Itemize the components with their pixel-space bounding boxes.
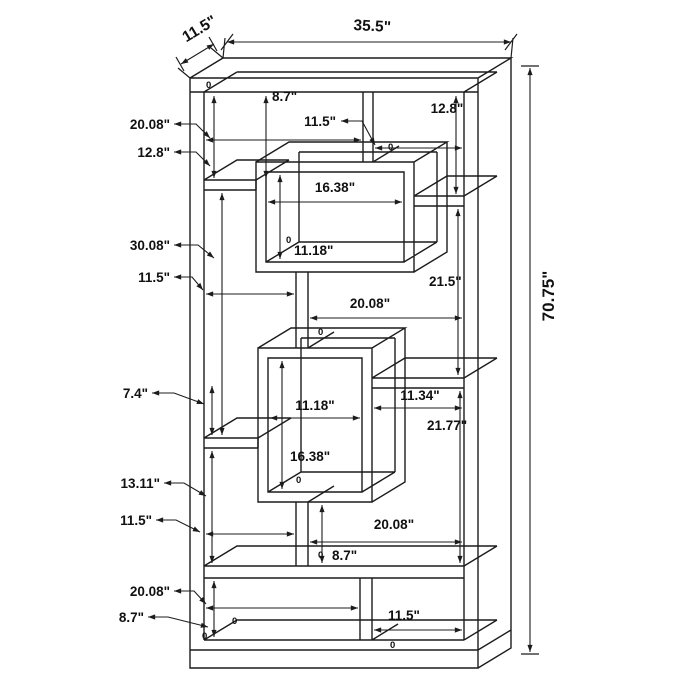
zero-mark: 0: [232, 616, 237, 627]
zero-mark: 0: [202, 631, 207, 642]
leader-bottom-left-height: [148, 614, 209, 628]
leader-left-small-height: [152, 390, 205, 405]
bottom-middle-height-label: 8.7": [332, 548, 357, 563]
box2-height-label: 16.38": [290, 449, 330, 464]
leader-left-upper-height: [174, 149, 211, 167]
box2-width-label: 11.18": [295, 398, 334, 413]
right-middle-height-label: 21.5": [429, 274, 462, 289]
overall-width-label: 35.5": [353, 17, 391, 36]
bottom-middle-width-label: 20.08": [374, 517, 414, 532]
left-upper-height-label: 12.8": [137, 145, 170, 160]
zero-mark: 0: [206, 80, 211, 91]
zero-mark: 0: [318, 550, 323, 561]
bottom-left-width-label: 20.08": [130, 584, 170, 599]
dimension-lines: [180, 39, 533, 652]
left-lower-height-label: 13.11": [121, 476, 160, 491]
leader-bottom-left-width: [174, 588, 207, 605]
zero-mark: 0: [296, 475, 301, 486]
overall-height-label: 70.75": [539, 271, 558, 322]
zero-mark: 0: [286, 235, 291, 246]
box1-width-label: 16.38": [315, 180, 355, 195]
bottom-right-width-label: 11.5": [388, 608, 420, 623]
zero-marks: 0 0 0 0 0 0 0 0 0: [202, 80, 395, 651]
zero-mark: 0: [318, 327, 323, 338]
dim-overall-depth-line: [180, 43, 215, 65]
leader-left-lower-width: [156, 517, 201, 533]
zero-mark: 0: [388, 142, 393, 153]
extension-ticks: [175, 33, 539, 655]
carcass-structure: [189, 57, 514, 669]
leader-left-lower-height: [164, 480, 207, 497]
right-shelf-width-label: 11.34": [400, 388, 439, 403]
top-left-width-label: 20.08": [130, 117, 170, 132]
overall-depth-label: 11.5": [180, 12, 220, 45]
bottom-left-height-label: 8.7": [119, 610, 144, 625]
top-middle-width-label: 11.5": [304, 114, 336, 129]
left-lower-width-label: 11.5": [120, 513, 152, 528]
leader-lines: [148, 118, 376, 628]
upper-floating-box: [255, 141, 450, 273]
leader-top-middle-width: [341, 118, 376, 146]
middle-width-label: 20.08": [350, 296, 390, 311]
left-small-height-label: 7.4": [123, 386, 148, 401]
left-middle-width-label: 11.5": [138, 270, 170, 285]
zero-mark: 0: [390, 640, 395, 651]
leader-top-left-width: [174, 121, 211, 139]
top-right-height-label: 12.8": [431, 101, 464, 116]
leader-left-middle-width: [174, 274, 204, 291]
carcass-outline: [189, 57, 514, 669]
right-lower-height-label: 21.77": [427, 418, 467, 433]
dimension-labels: 11.5" 35.5" 70.75" 8.7" 20.08" 12.8" 11.…: [119, 12, 558, 625]
left-tall-height-label: 30.08": [130, 238, 170, 253]
dimension-end-ticks: [175, 33, 539, 655]
box1-height-label: 11.18": [294, 243, 333, 258]
top-left-height-label: 8.7": [272, 89, 297, 104]
shelves: [203, 159, 498, 579]
leader-left-tall-height: [174, 242, 215, 259]
middle-floating-box: [257, 327, 408, 503]
